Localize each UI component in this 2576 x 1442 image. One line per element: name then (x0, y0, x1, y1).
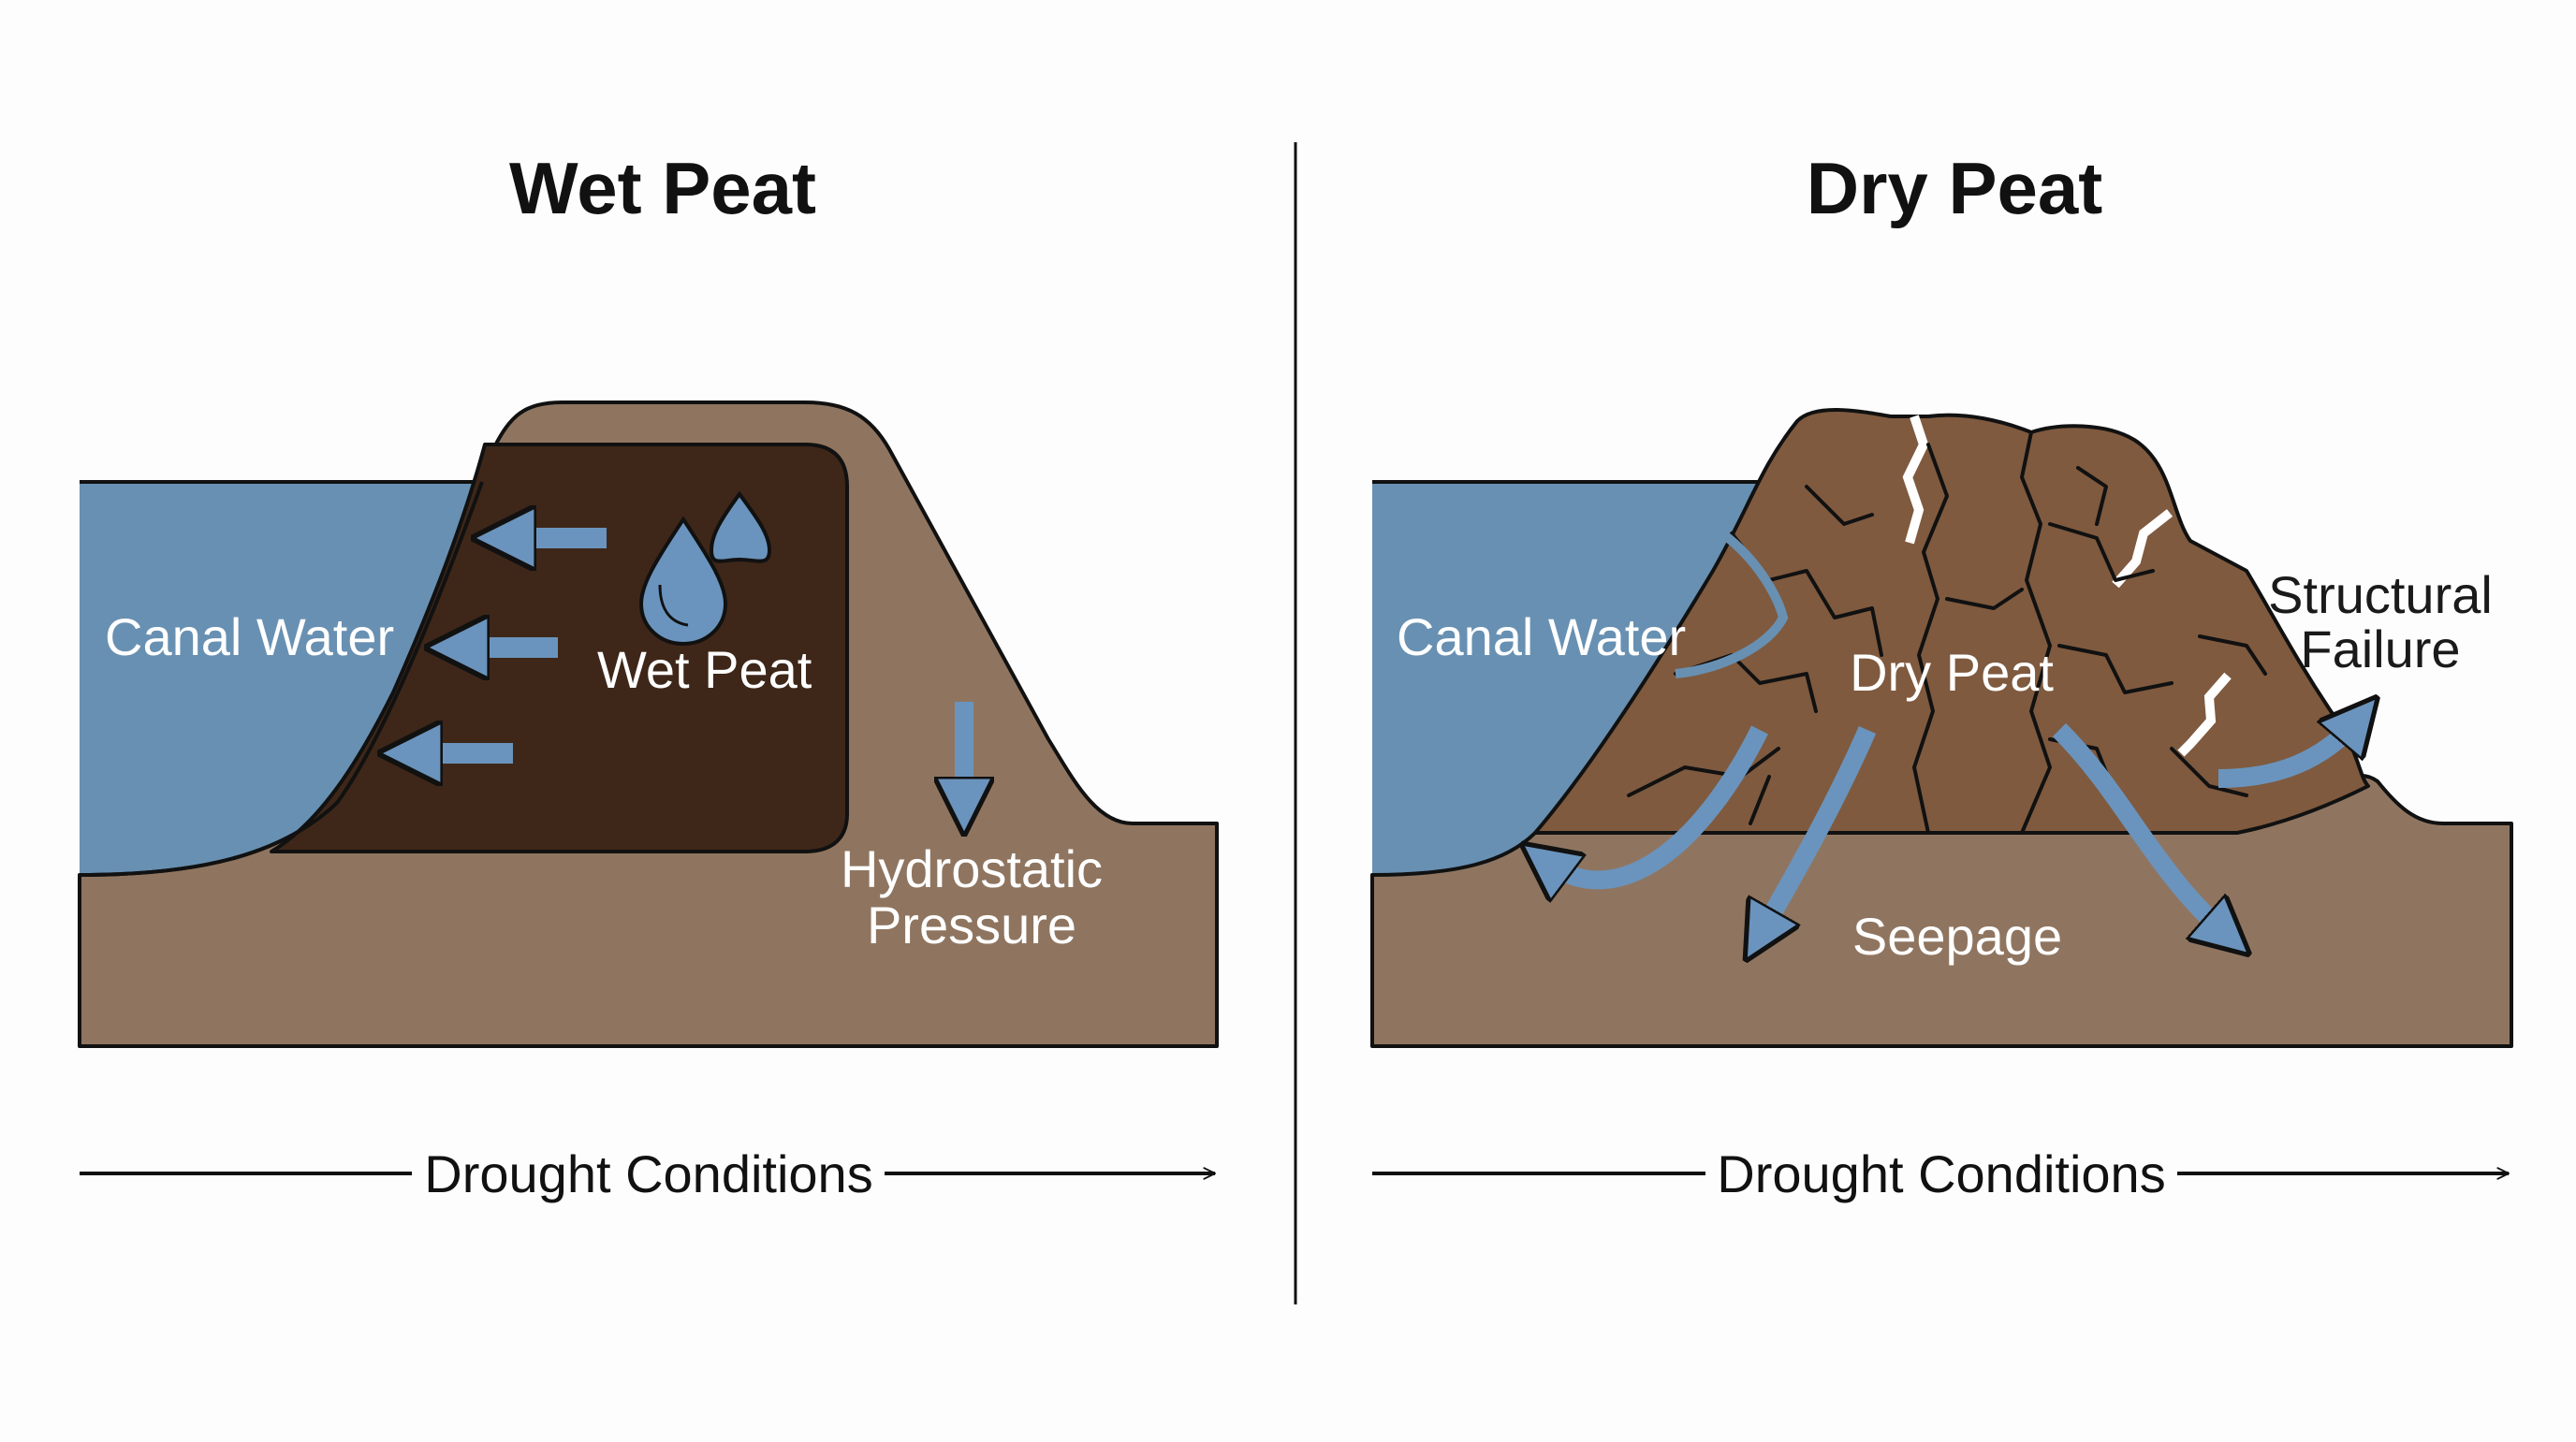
panel-title-wet: Wet Peat (509, 147, 816, 229)
dry-peat-label: Dry Peat (1850, 643, 2054, 702)
crack-fissure (2112, 509, 2174, 589)
wet-peat-label: Wet Peat (597, 640, 812, 699)
structural-failure-label-line1: Structural (2268, 565, 2493, 624)
structural-failure-label-line2: Failure (2300, 619, 2460, 678)
seepage-arrow-right (2052, 722, 2228, 936)
seepage-arrow-center (1760, 725, 1877, 936)
water-droplet-icon (658, 584, 689, 627)
crack-fissure (2177, 672, 2232, 757)
seepage-arrow-left (1544, 725, 1768, 880)
failure-arrow (2217, 719, 2359, 788)
canal-water-label-right: Canal Water (1397, 607, 1686, 666)
hydrostatic-label-line1: Hydrostatic (841, 839, 1103, 898)
water-edge-left (79, 481, 484, 877)
drought-axis-label-right: Drought Conditions (1717, 1144, 2165, 1203)
crack-fissure (1902, 415, 1929, 545)
drought-axis-label-left: Drought Conditions (424, 1144, 872, 1203)
water-droplet-icon (709, 490, 772, 563)
water-droplet-icon (638, 516, 728, 647)
panel-title-dry: Dry Peat (1807, 147, 2103, 229)
hydrostatic-label-line2: Pressure (867, 896, 1076, 954)
seepage-label: Seepage (1852, 907, 2062, 966)
panel-wet-peat: Wet Peat Canal Water Wet Peat Hydrostati… (78, 147, 1219, 1203)
panel-dry-peat: Dry Peat (1370, 147, 2513, 1203)
water-infiltration-edge (1675, 530, 1789, 678)
canal-water-label-left: Canal Water (105, 607, 394, 666)
